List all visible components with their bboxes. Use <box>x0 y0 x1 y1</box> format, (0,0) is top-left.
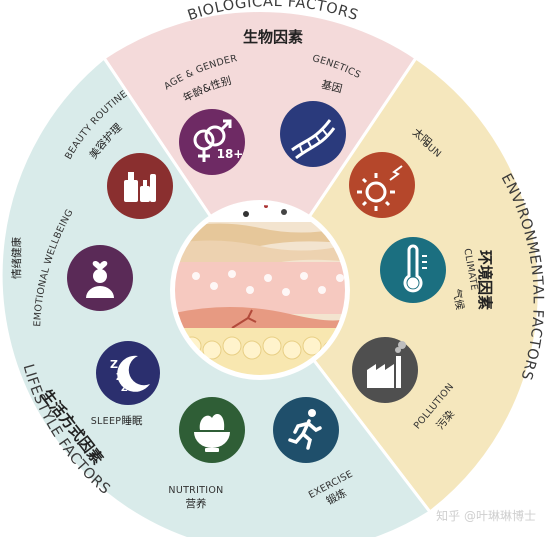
svg-text:Z: Z <box>110 358 118 371</box>
runner-icon <box>288 409 322 450</box>
salad-bowl-icon <box>194 414 230 452</box>
dna-icon <box>291 119 336 160</box>
svg-text:Z: Z <box>121 384 128 394</box>
person-heart-icon <box>86 260 114 298</box>
factor-genetics <box>280 101 346 167</box>
nutrition-label: NUTRITION <box>168 485 223 496</box>
factor-climate <box>380 237 446 303</box>
factor-sun <box>349 152 415 218</box>
biological-title-cn: 生物因素 <box>243 28 303 46</box>
genetics-label-cn: 基因 <box>320 78 344 96</box>
sleep-label-cn: 睡眠 <box>122 414 143 427</box>
sleep-label: SLEEP <box>91 416 122 427</box>
nutrition-label-cn: 营养 <box>186 497 207 510</box>
skin-cross-section <box>170 200 350 380</box>
emotional-label-cn: 情绪健康 <box>10 237 23 279</box>
factor-exercise <box>273 397 339 463</box>
environmental-title-cn: 环境因素 <box>476 250 494 310</box>
svg-text:Z: Z <box>116 372 123 383</box>
moon-zzz-icon: Z Z Z <box>110 355 150 394</box>
sector-biological <box>101 9 419 293</box>
age-badge: 18+ <box>217 147 244 161</box>
gender-age-icon <box>193 119 232 162</box>
factor-beauty <box>107 153 173 219</box>
thermometer-icon <box>403 244 427 293</box>
climate-label-cn: 气候 <box>450 288 467 311</box>
factor-emotional <box>67 245 133 311</box>
factor-age-gender: 18+ <box>179 109 245 175</box>
cosmetics-icon <box>124 172 156 202</box>
factor-sleep: Z Z Z <box>96 341 160 405</box>
factory-icon <box>367 341 406 388</box>
factor-pollution <box>352 337 418 403</box>
sun-icon <box>357 165 403 211</box>
factor-nutrition <box>179 397 245 463</box>
watermark: 知乎 @叶琳琳博士 <box>436 508 536 523</box>
